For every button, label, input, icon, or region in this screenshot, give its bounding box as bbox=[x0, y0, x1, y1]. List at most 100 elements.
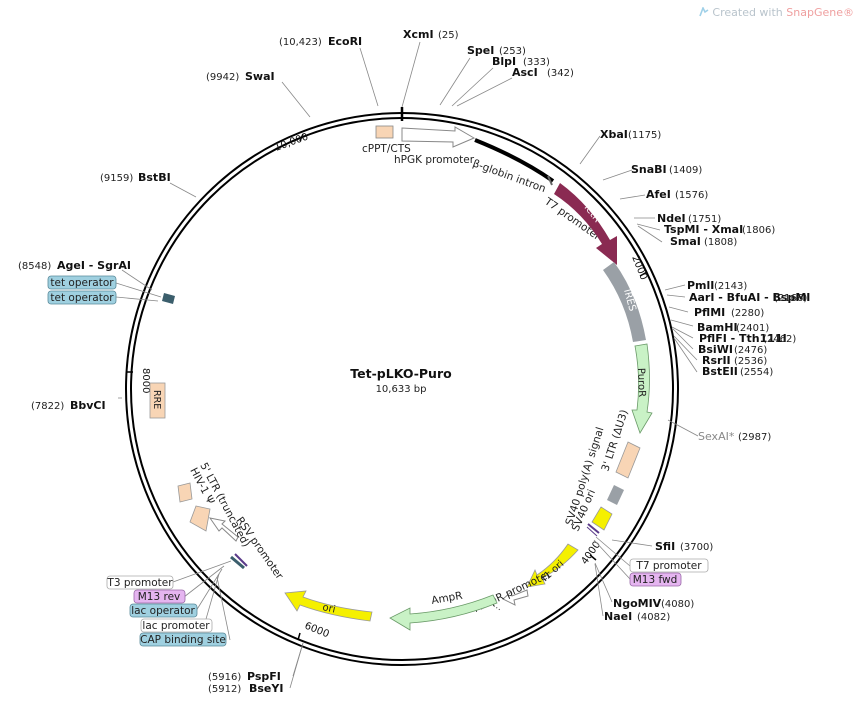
enzyme-ascI[interactable]: AscI (342) bbox=[512, 66, 574, 79]
svg-text:SwaI: SwaI bbox=[245, 70, 275, 83]
feature-puror[interactable]: PuroR bbox=[631, 343, 653, 434]
enzyme-ndeI[interactable]: NdeI(1751) bbox=[657, 212, 721, 225]
enzyme-pspFI[interactable]: (5916) PspFI bbox=[208, 670, 281, 683]
feature-cppt[interactable]: cPPT/CTS bbox=[362, 125, 411, 155]
enzyme-smaI[interactable]: SmaI(1808) bbox=[670, 235, 737, 248]
enzyme-blpI[interactable]: BlpI (333) bbox=[492, 55, 550, 68]
enzyme-ngoMIV[interactable]: NgoMIV(4080) bbox=[613, 597, 694, 610]
enzyme-bseYI[interactable]: (5912) BseYI bbox=[208, 682, 283, 695]
feature-label: β-globin intron bbox=[471, 158, 547, 196]
svg-text:SnaBI: SnaBI bbox=[631, 163, 667, 176]
tick-mark bbox=[639, 271, 648, 277]
label-t3-promoter[interactable]: T3 promoter bbox=[106, 575, 174, 590]
enzyme-pflFI[interactable]: PflFI - Tth111I(2462) bbox=[699, 332, 796, 345]
svg-text:RsrII: RsrII bbox=[702, 354, 731, 367]
feature-rsv-promoter[interactable]: RSV promoter bbox=[208, 515, 286, 582]
svg-text:(2554): (2554) bbox=[740, 367, 773, 378]
tick-label: 4000 bbox=[579, 540, 603, 567]
svg-text:NaeI: NaeI bbox=[604, 610, 632, 623]
feature-ires[interactable]: IRES bbox=[603, 262, 646, 342]
feature-label: PuroR bbox=[635, 368, 647, 398]
label-cap-binding-site[interactable]: CAP binding site bbox=[139, 632, 227, 647]
enzyme-rsrII[interactable]: RsrII(2536) bbox=[702, 354, 767, 367]
enzyme-bbvCI[interactable]: (7822)BbvCI bbox=[31, 399, 106, 412]
svg-text:(1175): (1175) bbox=[628, 130, 661, 141]
enzyme-sfiI[interactable]: SfiI(3700) bbox=[655, 540, 713, 553]
enzyme-afeI[interactable]: AfeI(1576) bbox=[646, 188, 708, 201]
svg-text:lac promoter: lac promoter bbox=[142, 620, 210, 632]
svg-text:tet operator: tet operator bbox=[50, 292, 114, 304]
enzyme-pmlI[interactable]: PmlI(2143) bbox=[687, 279, 747, 292]
enzyme-naeI[interactable]: NaeI(4082) bbox=[604, 610, 670, 623]
feature-3-ltr[interactable]: 3' LTR (ΔU3) bbox=[599, 408, 641, 479]
feature-ampr[interactable]: AmpR bbox=[389, 590, 498, 631]
svg-text:BbvCI: BbvCI bbox=[70, 399, 106, 412]
svg-text:M13 fwd: M13 fwd bbox=[633, 574, 678, 586]
snapgene-credit: Created with SnapGene® bbox=[699, 6, 854, 19]
svg-text:(2401): (2401) bbox=[736, 323, 769, 334]
label-tet-operator-2[interactable]: tet operator bbox=[47, 290, 117, 305]
svg-text:(25): (25) bbox=[438, 30, 459, 41]
enzyme-swaI[interactable]: (9942) SwaI bbox=[206, 70, 275, 83]
enzyme-bstBI[interactable]: (9159) BstBI bbox=[100, 171, 171, 184]
svg-text:PspFI: PspFI bbox=[247, 670, 281, 683]
svg-text:T3 promoter: T3 promoter bbox=[106, 577, 173, 589]
enzyme-xbaI[interactable]: XbaI(1175) bbox=[600, 128, 661, 141]
enzyme-bamHI[interactable]: BamHI(2401) bbox=[697, 321, 769, 334]
label-lac-promoter[interactable]: lac promoter bbox=[140, 618, 213, 633]
enzyme-pflMI[interactable]: PflMI(2280) bbox=[694, 306, 764, 319]
svg-text:(333): (333) bbox=[523, 57, 550, 68]
feature-label: RRE bbox=[151, 390, 162, 409]
svg-text:BstEII: BstEII bbox=[702, 365, 738, 378]
svg-text:(9942): (9942) bbox=[206, 72, 239, 83]
svg-text:(4080): (4080) bbox=[661, 599, 694, 610]
feature-tet-operator-marker bbox=[162, 293, 175, 304]
svg-text:(342): (342) bbox=[547, 68, 574, 79]
enzyme-speI[interactable]: SpeI(253) bbox=[467, 44, 526, 57]
svg-text:TspMI - XmaI: TspMI - XmaI bbox=[664, 223, 743, 236]
svg-text:BlpI: BlpI bbox=[492, 55, 516, 68]
enzyme-tspMI[interactable]: TspMI - XmaI(1806) bbox=[664, 223, 775, 236]
feature-beta-globin-intron[interactable]: β-globin intron bbox=[471, 138, 555, 196]
label-t7-promoter-box[interactable]: T7 promoter bbox=[629, 558, 709, 573]
plasmid-name: Tet-pLKO-Puro bbox=[350, 366, 452, 381]
plasmid-size: 10,633 bp bbox=[376, 384, 427, 395]
svg-text:BseYI: BseYI bbox=[249, 682, 283, 695]
enzyme-xcmI[interactable]: XcmI(25) bbox=[403, 28, 459, 41]
label-lac-operator[interactable]: lac operator bbox=[129, 603, 198, 618]
enzyme-sexAI[interactable]: SexAI*(2987) bbox=[698, 430, 771, 443]
tick-mark bbox=[297, 632, 301, 641]
label-tet-operator-1[interactable]: tet operator bbox=[47, 275, 117, 290]
label-m13-rev[interactable]: M13 rev bbox=[133, 589, 186, 604]
enzyme-aarI[interactable]: AarI - BfuAI - BspMI(2166) bbox=[689, 291, 810, 304]
tick-label: 6000 bbox=[303, 621, 331, 641]
credit-mark: ® bbox=[843, 6, 854, 19]
svg-text:BstBI: BstBI bbox=[138, 171, 171, 184]
tick-mark bbox=[299, 133, 304, 142]
svg-text:AscI: AscI bbox=[512, 66, 538, 79]
svg-text:(5912): (5912) bbox=[208, 684, 241, 695]
svg-text:(1409): (1409) bbox=[669, 165, 702, 176]
enzyme-ageI[interactable]: (8548)AgeI - SgrAI bbox=[18, 259, 131, 272]
feature-ori[interactable]: ori bbox=[284, 590, 373, 622]
svg-text:CAP binding site: CAP binding site bbox=[140, 634, 226, 646]
svg-text:SfiI: SfiI bbox=[655, 540, 675, 553]
feature-label: AmpR bbox=[430, 590, 463, 607]
feature-label: cPPT/CTS bbox=[362, 143, 411, 155]
label-m13-fwd[interactable]: M13 fwd bbox=[629, 572, 682, 587]
feature-rre[interactable]: RRE bbox=[149, 382, 166, 419]
svg-text:AfeI: AfeI bbox=[646, 188, 671, 201]
enzyme-snaBI[interactable]: SnaBI(1409) bbox=[631, 163, 702, 176]
svg-text:BsiWI: BsiWI bbox=[698, 343, 733, 356]
svg-text:NgoMIV: NgoMIV bbox=[613, 597, 662, 610]
feature-hpgk-promoter[interactable]: hPGK promoter bbox=[394, 126, 476, 166]
tick-label: 8000 bbox=[140, 368, 151, 393]
enzyme-bstEII[interactable]: BstEII(2554) bbox=[702, 365, 773, 378]
svg-text:(1806): (1806) bbox=[742, 225, 775, 236]
enzyme-ecoRI[interactable]: (10,423)EcoRI bbox=[279, 35, 362, 48]
enzyme-bsiWI[interactable]: BsiWI(2476) bbox=[698, 343, 767, 356]
feature-lac-marks bbox=[230, 553, 248, 570]
svg-text:(9159): (9159) bbox=[100, 173, 133, 184]
svg-text:(5916): (5916) bbox=[208, 672, 241, 683]
